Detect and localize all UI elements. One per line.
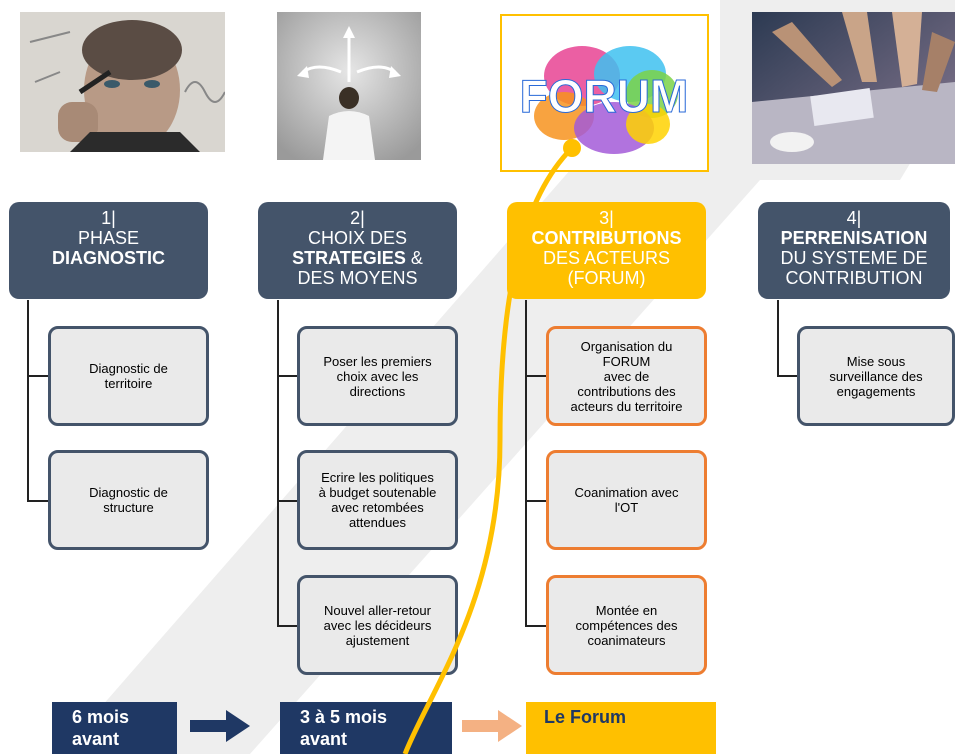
timeline-line1: Le Forum — [544, 707, 627, 727]
phase-2-bold: STRATEGIES — [292, 248, 406, 268]
item-text: compétences des — [575, 617, 678, 633]
item-aller-retour: Nouvel aller-retour avec les décideurs a… — [297, 575, 458, 675]
item-ecrire-politiques: Ecrire les politiques à budget soutenabl… — [297, 450, 458, 550]
phase-3-box: 3| CONTRIBUTIONS DES ACTEURS (FORUM) — [507, 202, 706, 299]
connector-col4-a — [777, 375, 797, 377]
phase-2-after-bold: & — [405, 248, 423, 268]
item-text: directions — [349, 383, 406, 399]
phase-2-number: 2| — [350, 208, 365, 228]
phase-4-line3: CONTRIBUTION — [785, 268, 923, 288]
phase-4-number: 4| — [846, 208, 862, 228]
item-text: attendues — [348, 515, 407, 530]
timeline-6-mois: 6 mois avant — [52, 702, 177, 754]
item-text: Poser les premiers — [323, 353, 432, 369]
connector-col1-b — [27, 500, 48, 502]
timeline-3-5-mois: 3 à 5 mois avant — [280, 702, 452, 754]
item-mise-surveillance: Mise sous surveillance des engagements — [797, 326, 955, 426]
connector-col2-c — [277, 625, 297, 627]
connector-col1-a — [27, 375, 48, 377]
timeline-arrow-2 — [462, 710, 522, 742]
item-text: choix avec les — [336, 368, 419, 384]
connector-col2-a — [277, 375, 297, 377]
item-premiers-choix: Poser les premiers choix avec les direct… — [297, 326, 458, 426]
item-text: contributions des — [577, 383, 676, 399]
forum-logo: FORUM — [500, 14, 709, 172]
photo-doctor — [20, 12, 225, 152]
item-text: Mise sous — [846, 353, 906, 369]
connector-col2 — [277, 300, 279, 625]
phase-3-line3: (FORUM) — [567, 268, 646, 288]
item-text: Coanimation avec — [574, 485, 679, 500]
phase-1-bold: DIAGNOSTIC — [51, 248, 165, 268]
phase-3-line2: DES ACTEURS — [542, 248, 671, 268]
timeline-line1: 3 à 5 mois — [300, 707, 388, 727]
phase-1-line: PHASE — [77, 228, 140, 248]
connector-col2-b — [277, 500, 297, 502]
item-text: avec de — [603, 368, 650, 384]
forum-logo-text: FORUM — [520, 70, 689, 122]
phase-4-box: 4| PERRENISATION DU SYSTEME DE CONTRIBUT… — [758, 202, 950, 299]
item-text: à budget soutenable — [318, 485, 437, 500]
item-diagnostic-structure: Diagnostic de structure — [48, 450, 209, 550]
phase-4-line2: DU SYSTEME DE — [780, 248, 928, 268]
photo-choice-arrows — [277, 12, 421, 160]
item-text: acteurs du territoire — [570, 398, 683, 414]
connector-col3-b — [525, 500, 546, 502]
connector-col3 — [525, 300, 527, 625]
item-organisation-forum: Organisation du FORUM avec de contributi… — [546, 326, 707, 426]
connector-col3-c — [525, 625, 546, 627]
item-text: territoire — [104, 376, 153, 391]
connector-col4 — [777, 300, 779, 375]
phase-4-bold: PERRENISATION — [780, 228, 928, 248]
item-text: surveillance des — [829, 368, 923, 384]
phase-3-number: 3| — [599, 208, 614, 228]
item-text: Diagnostic de — [89, 485, 168, 500]
item-text: avec retombées — [331, 500, 424, 515]
connector-col3-a — [525, 375, 546, 377]
item-text: Montée en — [595, 602, 658, 618]
phase-2-line1: CHOIX DES — [307, 228, 408, 248]
item-montee-competences: Montée en compétences des coanimateurs — [546, 575, 707, 675]
phase-2-line3: DES MOYENS — [297, 268, 418, 288]
photo-teamwork — [752, 12, 955, 164]
phase-2-box: 2| CHOIX DES STRATEGIES & DES MOYENS — [258, 202, 457, 299]
timeline-le-forum: Le Forum — [526, 702, 716, 754]
phase-3-bold: CONTRIBUTIONS — [531, 228, 682, 248]
item-text: engagements — [836, 383, 916, 399]
phase-1-number: 1| — [101, 208, 116, 228]
item-text: avec les décideurs — [323, 617, 432, 633]
item-text: Diagnostic de — [89, 361, 168, 376]
item-text: Ecrire les politiques — [321, 470, 434, 485]
item-coanimation: Coanimation avec l'OT — [546, 450, 707, 550]
timeline-line1: 6 mois — [72, 707, 130, 727]
item-text: coanimateurs — [587, 632, 666, 648]
timeline-line2: avant — [72, 729, 120, 749]
item-text: l'OT — [614, 500, 639, 515]
item-text: structure — [103, 500, 154, 515]
item-diagnostic-territoire: Diagnostic de territoire — [48, 326, 209, 426]
timeline-line2: avant — [300, 729, 348, 749]
item-text: ajustement — [345, 632, 410, 648]
phase-1-box: 1| PHASE DIAGNOSTIC — [9, 202, 208, 299]
item-text: FORUM — [602, 353, 651, 369]
item-text: Nouvel aller-retour — [324, 602, 431, 618]
timeline-arrow-1 — [190, 710, 250, 742]
connector-col1 — [27, 300, 29, 500]
item-text: Organisation du — [580, 338, 673, 354]
